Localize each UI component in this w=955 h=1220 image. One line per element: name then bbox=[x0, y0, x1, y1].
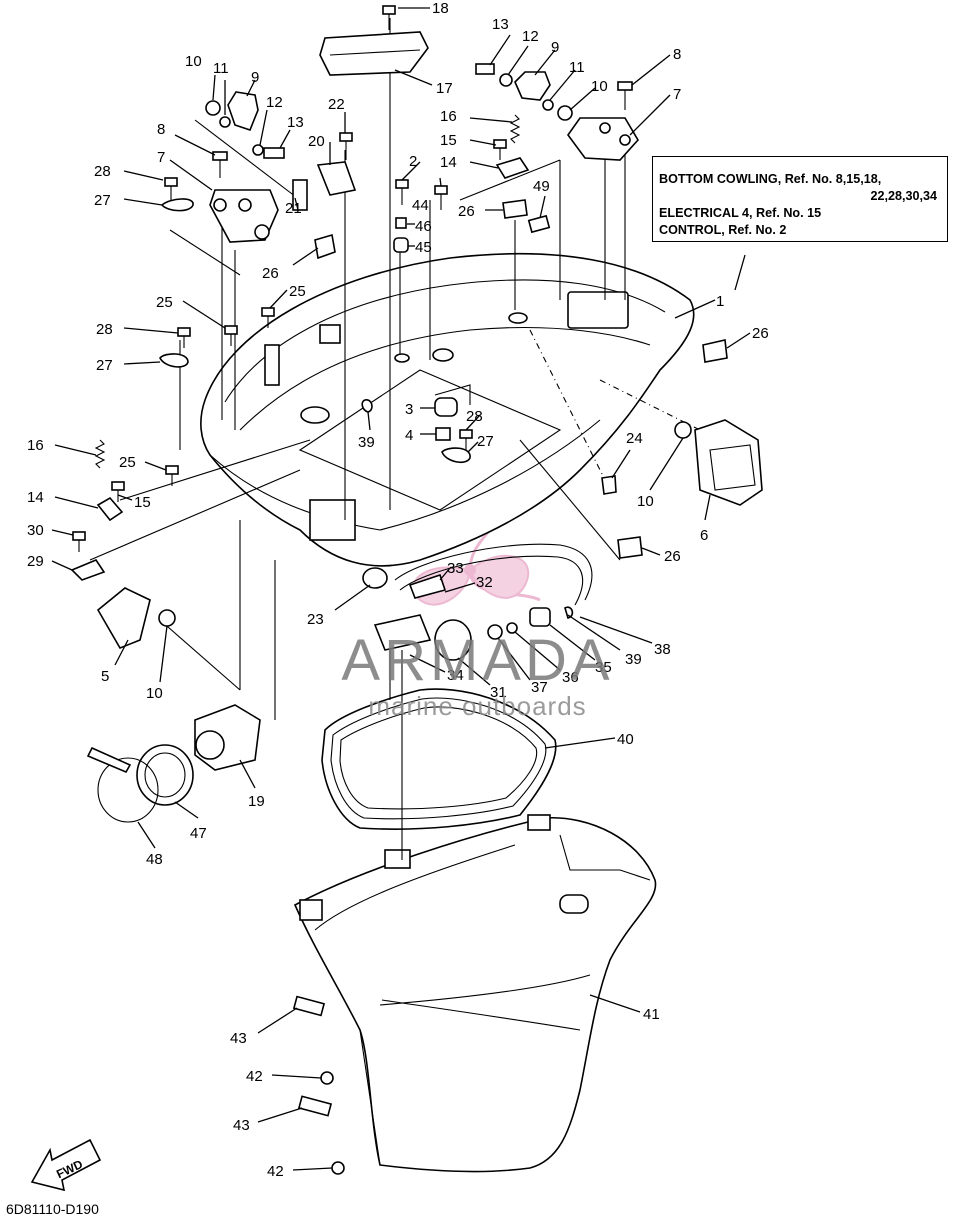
callout-1: 1 bbox=[716, 293, 724, 310]
callout-39-low: 39 bbox=[625, 651, 642, 668]
callout-43-top: 43 bbox=[230, 1030, 247, 1047]
callout-28-right: 28 bbox=[466, 408, 483, 425]
callout-36: 36 bbox=[562, 669, 579, 686]
callout-12: 12 bbox=[522, 28, 539, 45]
callout-25-low: 25 bbox=[119, 454, 136, 471]
callout-leaders bbox=[51, 7, 751, 1171]
callout-37: 37 bbox=[531, 679, 548, 696]
info-line-bottom-cowling-cont: 22,28,30,34 bbox=[870, 189, 937, 203]
small-parts bbox=[70, 5, 763, 1175]
watermark-brand: ARMADA bbox=[341, 628, 614, 693]
info-line-control: CONTROL, Ref. No. 2 bbox=[659, 223, 787, 237]
callout-33: 33 bbox=[447, 560, 464, 577]
reference-info-box: BOTTOM COWLING, Ref. No. 8,15,18, 22,28,… bbox=[652, 156, 948, 242]
diagram-code: 6D81110-D190 bbox=[6, 1201, 99, 1217]
callout-12-left: 12 bbox=[266, 94, 283, 111]
callout-16-left: 16 bbox=[27, 437, 44, 454]
callout-34: 34 bbox=[447, 667, 464, 684]
watermark: ARMADA marine outboards bbox=[325, 628, 630, 721]
callout-26-left: 26 bbox=[262, 265, 279, 282]
callout-48: 48 bbox=[146, 851, 163, 868]
callout-10-left: 10 bbox=[185, 53, 202, 70]
callout-10-right: 10 bbox=[637, 493, 654, 510]
callout-13: 13 bbox=[492, 16, 509, 33]
callout-13-left: 13 bbox=[287, 114, 304, 131]
callout-9-left: 9 bbox=[251, 69, 259, 86]
callout-9: 9 bbox=[551, 39, 559, 56]
callout-39-top: 39 bbox=[358, 434, 375, 451]
callout-15-left: 15 bbox=[134, 494, 151, 511]
callout-22: 22 bbox=[328, 96, 345, 113]
callout-11-left: 11 bbox=[213, 60, 229, 77]
callout-5: 5 bbox=[101, 668, 109, 685]
callout-20: 20 bbox=[308, 133, 325, 150]
callout-27-right: 27 bbox=[477, 433, 494, 450]
callout-10-low: 10 bbox=[146, 685, 163, 702]
callout-27-top: 27 bbox=[94, 192, 111, 209]
callout-11: 11 bbox=[569, 59, 585, 76]
callout-46: 46 bbox=[415, 218, 432, 235]
callout-26-mid: 26 bbox=[458, 203, 475, 220]
callout-6: 6 bbox=[700, 527, 708, 544]
lower-cowling-part bbox=[293, 814, 657, 1173]
info-line-electrical: ELECTRICAL 4, Ref. No. 15 bbox=[659, 206, 822, 220]
callout-10: 10 bbox=[591, 78, 608, 95]
callout-26-low: 26 bbox=[664, 548, 681, 565]
callout-14: 14 bbox=[440, 154, 457, 171]
callout-47: 47 bbox=[190, 825, 207, 842]
callout-4: 4 bbox=[405, 427, 413, 444]
callout-25-mid: 25 bbox=[289, 283, 306, 300]
callout-29: 29 bbox=[27, 553, 44, 570]
callout-2: 2 bbox=[409, 153, 417, 170]
callout-3: 3 bbox=[405, 401, 413, 418]
callout-30: 30 bbox=[27, 522, 44, 539]
callout-8-left: 8 bbox=[157, 121, 165, 138]
callout-26-right: 26 bbox=[752, 325, 769, 342]
callout-24: 24 bbox=[626, 430, 643, 447]
callout-15: 15 bbox=[440, 132, 457, 149]
callout-31: 31 bbox=[490, 684, 507, 701]
callout-8: 8 bbox=[673, 46, 681, 63]
callout-16: 16 bbox=[440, 108, 457, 125]
callout-7-left: 7 bbox=[157, 149, 165, 166]
callout-28-top: 28 bbox=[94, 163, 111, 180]
callout-7: 7 bbox=[673, 86, 681, 103]
callout-41: 41 bbox=[643, 1006, 660, 1023]
callout-42-low: 42 bbox=[267, 1163, 284, 1180]
callout-numbers: 18 17 13 12 9 8 11 10 7 16 15 14 10 11 9… bbox=[27, 0, 769, 1180]
callout-43-low: 43 bbox=[233, 1117, 250, 1134]
callout-32: 32 bbox=[476, 574, 493, 591]
callout-40: 40 bbox=[617, 731, 634, 748]
callout-38: 38 bbox=[654, 641, 671, 658]
callout-28-mid: 28 bbox=[96, 321, 113, 338]
callout-17: 17 bbox=[436, 80, 453, 97]
forward-direction-arrow: FWD bbox=[30, 1138, 102, 1192]
cowling-seal-part bbox=[321, 688, 557, 830]
callout-14-left: 14 bbox=[27, 489, 44, 506]
callout-45: 45 bbox=[415, 239, 432, 256]
callout-49: 49 bbox=[533, 178, 550, 195]
callout-42-top: 42 bbox=[246, 1068, 263, 1085]
callout-23: 23 bbox=[307, 611, 324, 628]
callout-19: 19 bbox=[248, 793, 265, 810]
callout-27-mid: 27 bbox=[96, 357, 113, 374]
callout-44: 44 bbox=[412, 197, 429, 214]
callout-21: 21 bbox=[285, 200, 302, 217]
watermark-tagline: marine outboards bbox=[368, 691, 587, 721]
callout-25-left: 25 bbox=[156, 294, 173, 311]
info-line-bottom-cowling: BOTTOM COWLING, Ref. No. 8,15,18, bbox=[659, 172, 882, 186]
callout-18: 18 bbox=[432, 0, 449, 17]
callout-35: 35 bbox=[595, 659, 612, 676]
